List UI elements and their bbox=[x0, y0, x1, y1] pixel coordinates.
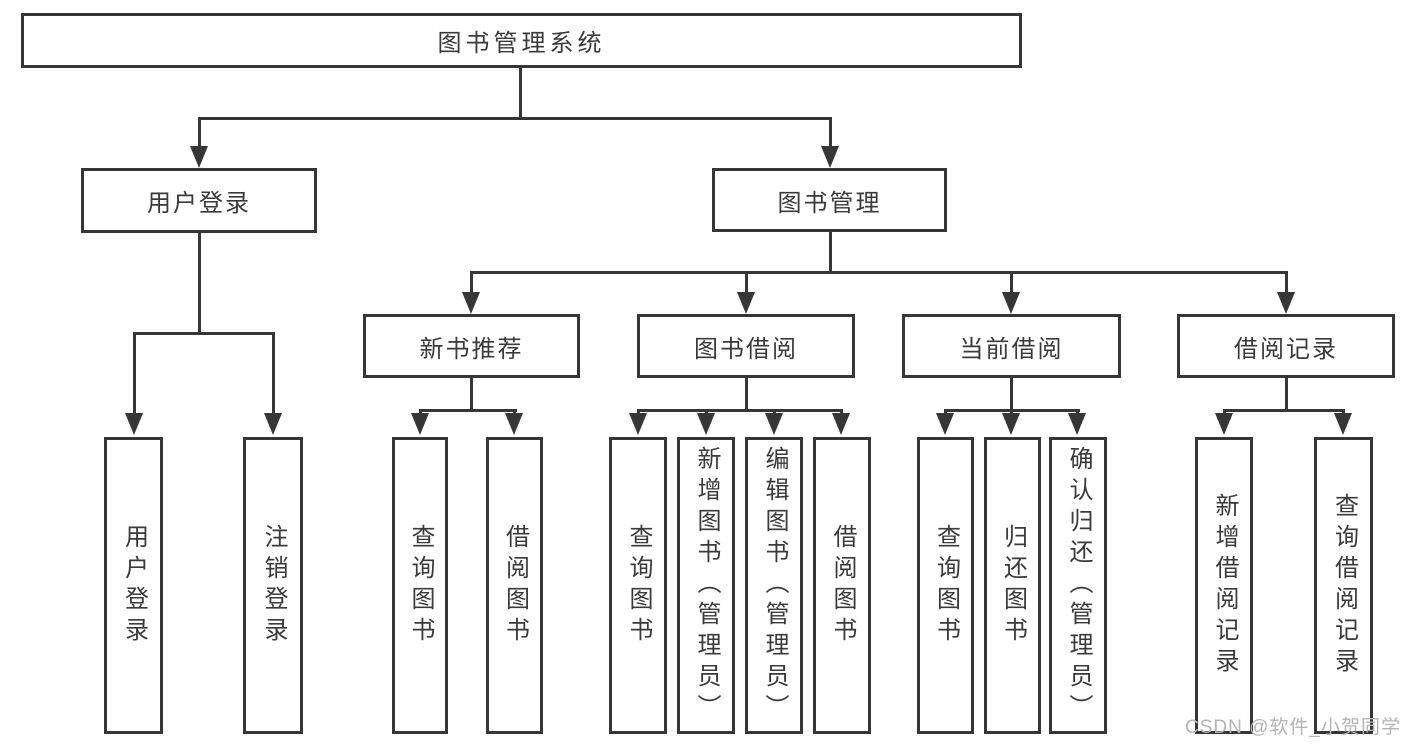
connector bbox=[637, 409, 640, 416]
connector bbox=[470, 271, 1288, 274]
leaf-logout: 注销登录 bbox=[243, 437, 303, 734]
leaf-query-borrow-record: 查询借阅记录 bbox=[1314, 437, 1373, 734]
connector bbox=[272, 332, 275, 415]
connector bbox=[1010, 271, 1013, 294]
arrowhead bbox=[264, 413, 282, 435]
connector bbox=[1010, 409, 1013, 416]
leaf-query-books: 查询图书 bbox=[392, 437, 448, 734]
arrowhead bbox=[1334, 413, 1352, 435]
leaf-label: 查询图书 bbox=[932, 523, 960, 648]
connector bbox=[829, 230, 832, 274]
leaf-label: 查询借阅记录 bbox=[1330, 492, 1358, 679]
connector bbox=[773, 409, 776, 416]
arrowhead bbox=[629, 413, 647, 435]
arrowhead bbox=[697, 413, 715, 435]
connector bbox=[840, 409, 843, 416]
leaf-label: 查询图书 bbox=[407, 523, 434, 648]
connector bbox=[470, 271, 473, 294]
leaf-label: 注销登录 bbox=[260, 523, 287, 648]
leaf-label: 借阅图书 bbox=[829, 523, 856, 648]
leaf-label: 确认归还（管理员） bbox=[1065, 446, 1092, 725]
arrowhead bbox=[832, 413, 850, 435]
connector bbox=[198, 117, 832, 120]
connector bbox=[198, 117, 201, 149]
node-new-book-recommendation: 新书推荐 bbox=[363, 314, 580, 378]
arrowhead bbox=[1277, 292, 1295, 314]
node-user-login: 用户登录 bbox=[81, 168, 317, 233]
arrowhead bbox=[125, 413, 143, 435]
leaf-user-login: 用户登录 bbox=[104, 437, 163, 734]
connector bbox=[513, 409, 516, 416]
connector bbox=[745, 376, 748, 412]
arrowhead bbox=[462, 292, 480, 314]
connector bbox=[944, 409, 947, 416]
connector bbox=[1010, 376, 1013, 412]
arrowhead bbox=[821, 146, 839, 168]
leaf-edit-books-admin: 编辑图书（管理员） bbox=[745, 437, 803, 734]
connector bbox=[1223, 409, 1345, 412]
connector bbox=[419, 409, 422, 416]
node-book-management: 图书管理 bbox=[712, 168, 947, 232]
leaf-return-books: 归还图书 bbox=[984, 437, 1041, 734]
leaf-label: 归还图书 bbox=[999, 523, 1027, 648]
connector bbox=[419, 409, 517, 412]
connector bbox=[1342, 409, 1345, 416]
arrowhead bbox=[737, 292, 755, 314]
leaf-confirm-return-admin: 确认归还（管理员） bbox=[1049, 437, 1107, 734]
leaf-label: 新增图书（管理员） bbox=[693, 446, 720, 725]
connector bbox=[1076, 409, 1079, 416]
leaf-borrow-books: 借阅图书 bbox=[486, 437, 543, 734]
leaf-add-borrow-record: 新增借阅记录 bbox=[1195, 437, 1253, 734]
leaf-borrow-books: 借阅图书 bbox=[813, 437, 871, 734]
leaf-label: 用户登录 bbox=[120, 523, 148, 648]
arrowhead bbox=[765, 413, 783, 435]
connector bbox=[133, 332, 136, 415]
node-current-borrowing: 当前借阅 bbox=[902, 314, 1121, 378]
connector bbox=[470, 376, 473, 412]
node-borrowing-records: 借阅记录 bbox=[1177, 314, 1395, 378]
connector bbox=[745, 271, 748, 294]
connector bbox=[198, 231, 201, 334]
connector bbox=[705, 409, 708, 416]
arrowhead bbox=[936, 413, 954, 435]
leaf-add-books-admin: 新增图书（管理员） bbox=[677, 437, 735, 734]
connector bbox=[133, 332, 275, 335]
leaf-label: 编辑图书（管理员） bbox=[761, 446, 788, 725]
connector bbox=[519, 66, 522, 119]
connector bbox=[1285, 271, 1288, 294]
arrowhead bbox=[1215, 413, 1233, 435]
node-book-borrowing: 图书借阅 bbox=[637, 314, 855, 378]
connector bbox=[1285, 376, 1288, 412]
arrowhead bbox=[190, 146, 208, 168]
arrowhead bbox=[1002, 292, 1020, 314]
leaf-label: 查询图书 bbox=[625, 523, 652, 648]
node-library-management-system: 图书管理系统 bbox=[21, 13, 1022, 68]
connector bbox=[637, 409, 843, 412]
arrowhead bbox=[1068, 413, 1086, 435]
leaf-query-books: 查询图书 bbox=[609, 437, 667, 734]
csdn-watermark: CSDN @软件_小贺同学 bbox=[1185, 717, 1401, 738]
leaf-query-books: 查询图书 bbox=[917, 437, 974, 734]
connector bbox=[829, 117, 832, 149]
arrowhead bbox=[1002, 413, 1020, 435]
connector bbox=[1223, 409, 1226, 416]
arrowhead bbox=[505, 413, 523, 435]
leaf-label: 借阅图书 bbox=[501, 523, 529, 648]
leaf-label: 新增借阅记录 bbox=[1211, 492, 1238, 679]
arrowhead bbox=[411, 413, 429, 435]
